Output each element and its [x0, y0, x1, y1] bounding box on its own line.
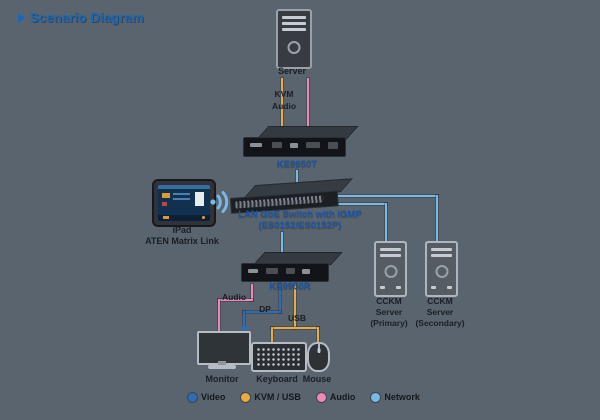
audio-line-top [307, 78, 309, 130]
switch-models-label: (ES0152/ES0152P) [258, 220, 342, 231]
kvm-line [281, 78, 283, 130]
audio-legend-dot [316, 392, 326, 402]
network-legend-dot [371, 392, 381, 402]
video-legend-dot [188, 392, 197, 402]
cckm-secondary-label: CCKM Server (Secondary) [415, 296, 465, 328]
keyboard-icon [251, 342, 307, 372]
keyboard-label: Keyboard [256, 374, 298, 384]
kvm-usb-legend-dot [241, 392, 251, 402]
dp-line-1 [279, 284, 281, 313]
network-line-secondary-h [334, 195, 438, 197]
network-line-rx [281, 232, 283, 255]
server-tower-icon [276, 9, 312, 69]
network-line-primary-v [385, 203, 387, 243]
audio-line-con-3 [218, 299, 220, 334]
page-title: Scenario Diagram [18, 10, 144, 25]
receiver-device-icon [238, 250, 343, 286]
server-label: Server [277, 66, 307, 76]
audio-console-label: Audio [221, 292, 247, 302]
dp-connection-label: DP [259, 304, 271, 314]
legend-item-audio: Audio [316, 392, 355, 402]
usb-line-2 [271, 327, 319, 329]
network-line-tx [296, 170, 298, 186]
dp-line-2 [243, 311, 281, 313]
legend: Video KVM / USB Audio Network [188, 392, 420, 402]
cckm-secondary-tower-icon [425, 241, 458, 297]
tablet-screen [158, 185, 210, 221]
monitor-icon [197, 331, 251, 365]
legend-item-video: Video [188, 392, 225, 402]
network-line-secondary-v [436, 195, 438, 243]
page-title-text: Scenario Diagram [30, 10, 144, 25]
receiver-label: KE9950R [269, 281, 311, 292]
transmitter-device-icon [240, 124, 359, 164]
matrix-link-label: ATEN Matrix Link [145, 236, 219, 246]
audio-source-label: Audio [271, 101, 297, 111]
switch-name-label: LAN GbE Switch with IGMP [238, 209, 362, 220]
tablet-label: iPad [172, 225, 192, 235]
monitor-label: Monitor [205, 374, 239, 384]
dp-line-3 [243, 311, 245, 327]
usb-line-mouse [317, 327, 319, 344]
audio-line-con-1 [251, 284, 253, 301]
audio-line-con-2 [218, 299, 253, 301]
legend-item-network: Network [371, 392, 420, 402]
wifi-icon [210, 191, 229, 213]
mouse-label: Mouse [302, 374, 332, 384]
kvm-connection-label: KVM [274, 89, 294, 99]
usb-connection-label: USB [288, 313, 306, 323]
mouse-icon [307, 342, 330, 372]
cckm-primary-label: CCKM Server (Primary) [370, 296, 408, 328]
bullet-arrow-icon [18, 12, 25, 23]
tablet-icon [152, 179, 216, 227]
usb-line-keyboard [271, 327, 273, 344]
transmitter-label: KE9950T [276, 159, 318, 170]
network-line-primary-h [334, 203, 387, 205]
usb-line-1 [294, 284, 296, 329]
legend-item-kvm-usb: KVM / USB [241, 392, 301, 402]
dp-arrow [240, 326, 249, 333]
cckm-primary-tower-icon [374, 241, 407, 297]
